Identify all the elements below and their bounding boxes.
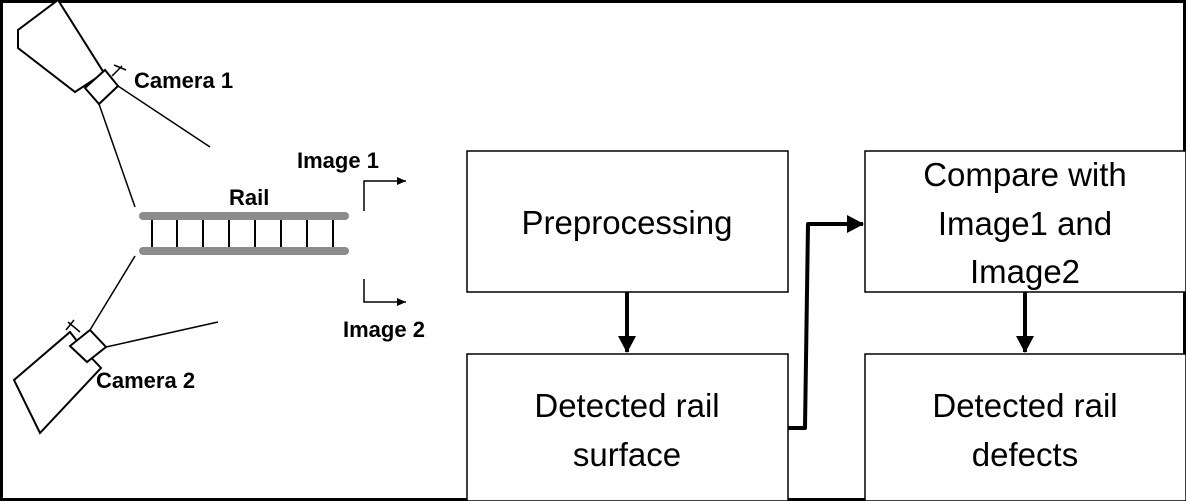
camera-2-icon <box>12 255 219 435</box>
detected-defects-box <box>864 353 1186 501</box>
preprocessing-text: Preprocessing <box>522 204 733 241</box>
image-2-label: Image 2 <box>343 317 425 342</box>
rail-label: Rail <box>229 185 269 210</box>
compare-line-2: Image1 and <box>938 205 1112 242</box>
image-1-label: Image 1 <box>297 148 379 173</box>
detected-surface-box <box>466 353 789 501</box>
compare-line-1: Compare with <box>923 156 1127 193</box>
detected-defects-line-2: defects <box>972 436 1078 473</box>
camera-2-label: Camera 2 <box>96 368 195 393</box>
compare-box <box>864 150 1186 293</box>
surface-to-compare-arrow <box>788 215 864 430</box>
camera-1-label: Camera 1 <box>134 68 233 93</box>
compare-line-3: Image2 <box>970 253 1080 290</box>
rail-icon <box>139 212 349 255</box>
detected-surface-line-2: surface <box>573 436 681 473</box>
detected-surface-line-1: Detected rail <box>534 387 719 424</box>
camera-1-icon <box>17 0 211 208</box>
image-1-arrow <box>363 177 406 211</box>
image-2-arrow <box>363 279 406 306</box>
detected-defects-line-1: Detected rail <box>932 387 1117 424</box>
